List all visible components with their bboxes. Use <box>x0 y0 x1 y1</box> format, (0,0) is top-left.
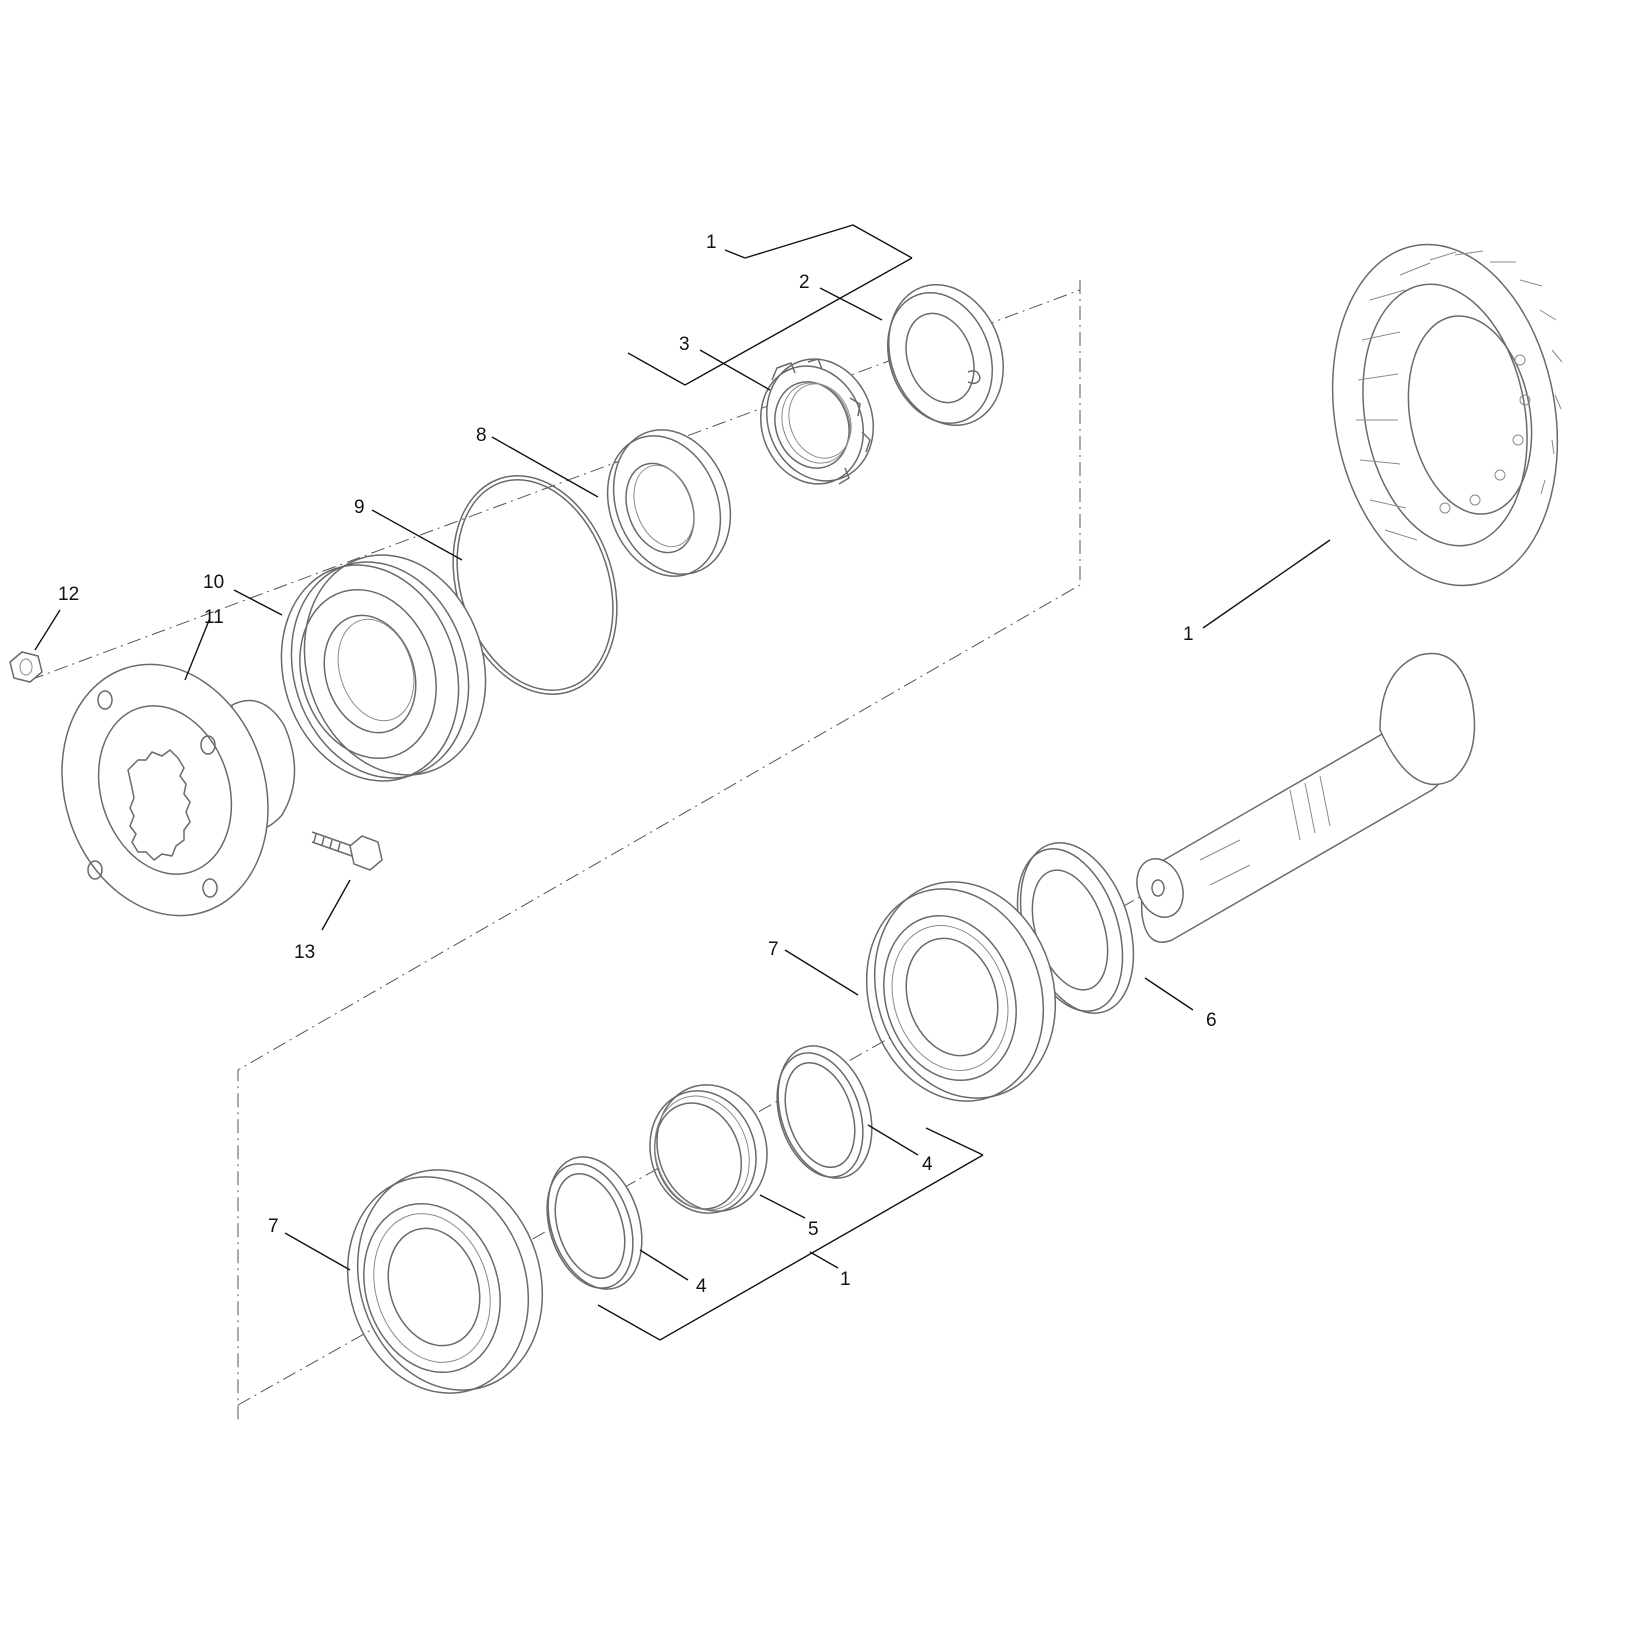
callout-9: 9 <box>354 497 365 518</box>
roller-bearing-lower <box>346 1169 544 1394</box>
hex-nut <box>9 651 43 683</box>
callout-6: 6 <box>1206 1010 1217 1031</box>
callout-1-bottom: 1 <box>840 1269 851 1290</box>
slotted-lock-nut <box>759 358 875 485</box>
thrust-washer <box>886 284 1004 426</box>
callout-5: 5 <box>808 1219 819 1240</box>
callout-10: 10 <box>203 572 224 593</box>
callout-7-lower: 7 <box>268 1216 279 1237</box>
oil-seal <box>606 429 732 577</box>
callout-11: 11 <box>204 607 224 628</box>
ring-gear <box>1331 243 1563 587</box>
roller-bearing-upper <box>865 881 1057 1102</box>
callout-4-lower: 4 <box>696 1276 707 1297</box>
bracket-bottom <box>597 1127 984 1341</box>
shim-ring-lower <box>546 1156 643 1290</box>
shim-ring-upper <box>776 1045 873 1179</box>
callout-3: 3 <box>679 334 690 355</box>
callout-8: 8 <box>476 425 487 446</box>
bracket-top <box>627 224 913 386</box>
callout-13: 13 <box>294 942 315 963</box>
pinion-shaft <box>1136 652 1476 943</box>
callout-2: 2 <box>799 272 810 293</box>
callout-labels: 1 2 3 8 9 10 11 12 13 1 7 6 4 5 7 4 1 <box>58 232 1217 1297</box>
callout-1-top: 1 <box>706 232 717 253</box>
bearing-retainer <box>280 554 487 782</box>
callout-4-upper: 4 <box>922 1154 933 1175</box>
center-axis-upper <box>29 289 1081 681</box>
hex-bolt <box>311 831 383 871</box>
leader-lines <box>34 249 1331 1281</box>
callout-12: 12 <box>58 584 79 605</box>
drive-flange <box>61 663 296 917</box>
collapsible-spacer <box>649 1084 768 1214</box>
callout-1-right: 1 <box>1183 624 1194 645</box>
callout-7-mid: 7 <box>768 939 779 960</box>
assembly-boundary <box>237 280 1081 1420</box>
